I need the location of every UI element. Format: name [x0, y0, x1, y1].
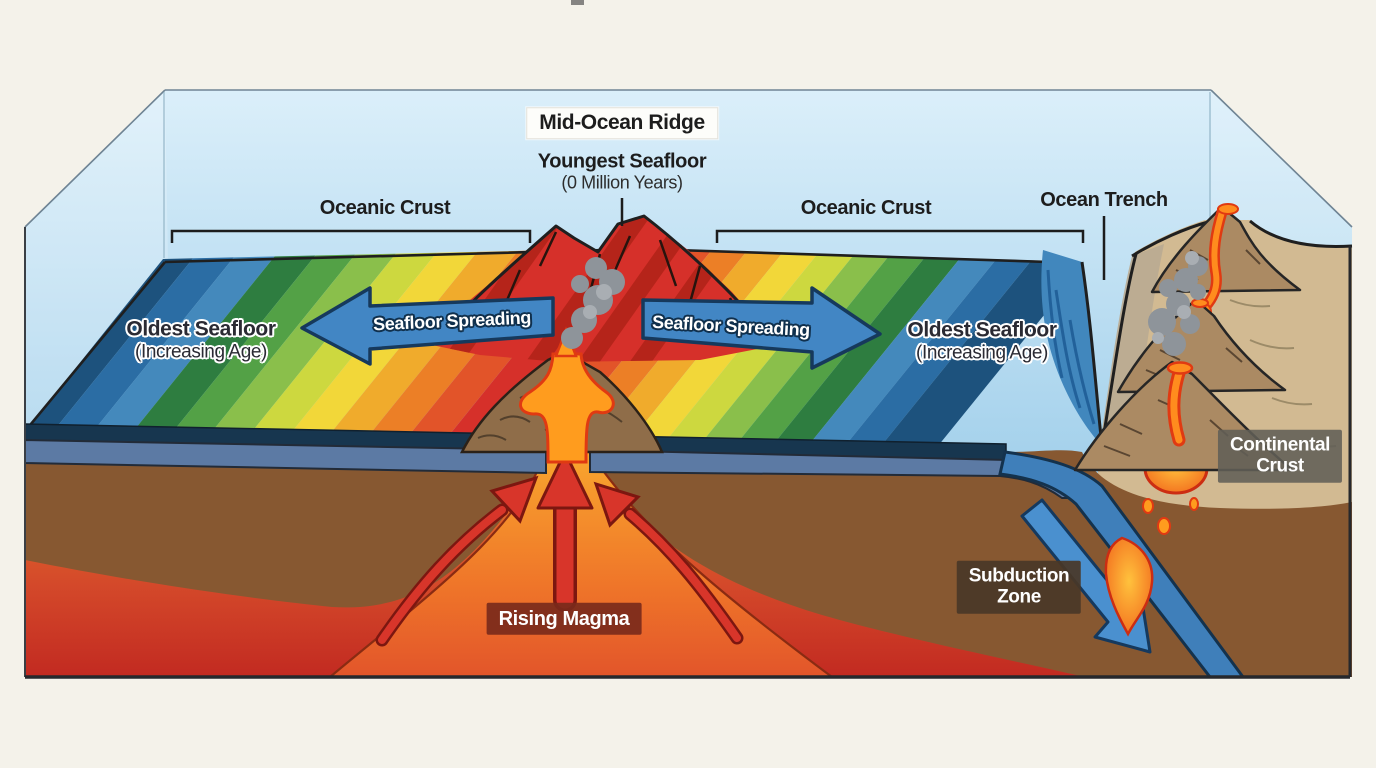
seafloor-spreading-arrow-left: [300, 286, 555, 366]
label-continental-crust-line1: Continental: [1229, 434, 1331, 456]
sky-left-face: [25, 90, 168, 430]
label-subduction-zone-line2: Zone: [997, 587, 1041, 608]
sky-right-face: [1211, 90, 1352, 252]
label-oldest-seafloor-left: Oldest Seafloor (Increasing Age): [126, 317, 276, 363]
label-mid-ocean-ridge: Mid-Ocean Ridge: [526, 107, 718, 139]
label-oldest-seafloor-right: Oldest Seafloor (Increasing Age): [907, 318, 1057, 364]
seafloor-spreading-arrow-right: [641, 286, 882, 370]
label-ocean-trench: Ocean Trench: [1040, 188, 1168, 211]
top-edge-mark: [571, 0, 584, 5]
rising-magma-arrows: [375, 450, 744, 647]
label-oldest-seafloor-left-line2: (Increasing Age): [135, 341, 267, 363]
bracket-oceanic-crust-left: [170, 229, 532, 243]
trench-slope-sediment: [1098, 244, 1164, 458]
block-border: [24, 227, 1352, 679]
smoke-front-volcano: [1148, 279, 1200, 356]
smoke-ridge: [561, 257, 625, 349]
ridge-seamount: [459, 326, 664, 464]
label-youngest-seafloor-line1: Youngest Seafloor: [537, 150, 707, 173]
label-oldest-seafloor-right-line2: (Increasing Age): [916, 342, 1048, 364]
label-oceanic-crust-left: Oceanic Crust: [319, 196, 451, 219]
smoke-middle-volcano: [1174, 251, 1208, 300]
label-subduction-zone: Subduction Zone: [956, 560, 1082, 614]
label-continental-crust: Continental Crust: [1217, 429, 1343, 483]
label-oldest-seafloor-left-line1: Oldest Seafloor: [126, 317, 276, 341]
ocean-trench-bend: [1041, 250, 1138, 447]
label-youngest-seafloor-line2: (0 Million Years): [561, 173, 683, 194]
annotation-lines: [170, 198, 1106, 280]
bracket-oceanic-crust-right: [715, 229, 1085, 243]
label-oldest-seafloor-right-line1: Oldest Seafloor: [907, 318, 1057, 342]
smoke-plumes: [1148, 251, 1208, 356]
label-continental-crust-line2: Crust: [1256, 456, 1304, 477]
magma-conduit: [519, 352, 615, 464]
label-rising-magma: Rising Magma: [486, 602, 642, 636]
label-oceanic-crust-right: Oceanic Crust: [800, 196, 932, 219]
label-subduction-zone-line1: Subduction: [968, 565, 1070, 587]
label-youngest-seafloor: Youngest Seafloor (0 Million Years): [537, 150, 707, 194]
